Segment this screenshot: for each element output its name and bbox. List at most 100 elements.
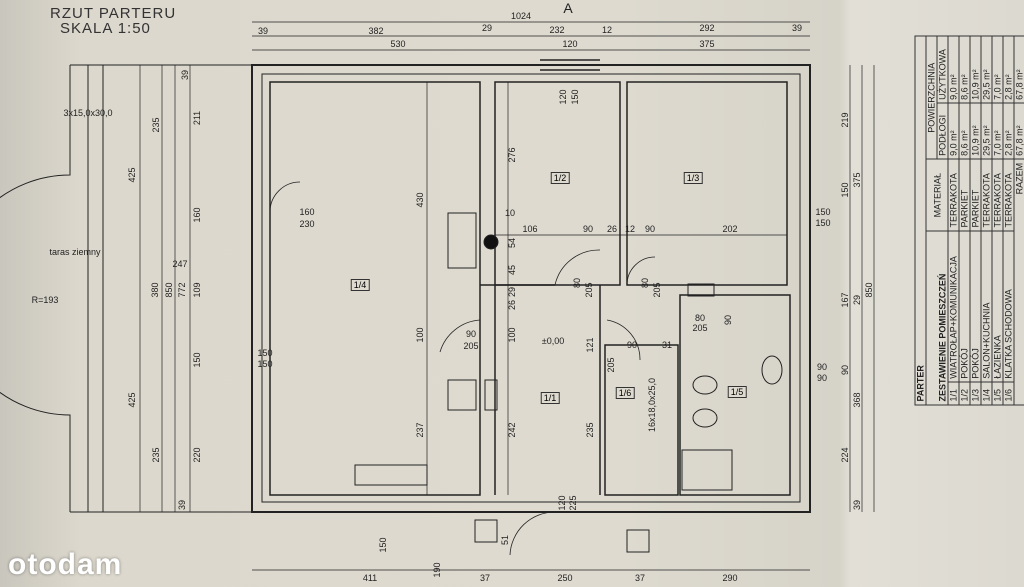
plan-title: RZUT PARTERU — [50, 5, 177, 22]
dim-label: 106 — [522, 224, 538, 234]
dim-label: 120 — [562, 39, 578, 49]
plan-scale: SKALA 1:50 — [60, 20, 151, 37]
cell-name: POKÓJ — [970, 230, 981, 383]
dim-label: 90 — [626, 340, 638, 350]
dim-label: 247 — [172, 259, 188, 269]
dim-label: 12 — [601, 25, 613, 35]
cell-floor: 9,0 m² — [948, 103, 959, 160]
dim-label: 12 — [624, 224, 636, 234]
dim-label: 425 — [127, 167, 137, 183]
dim-label: 45 — [507, 264, 517, 276]
dim-label: 375 — [852, 172, 862, 188]
dim-label: 237 — [415, 422, 425, 438]
col-material: MATERIAŁ — [926, 159, 948, 231]
cell-name: ŁAZIENKA — [992, 230, 1003, 383]
total-label: RAZEM — [1014, 159, 1024, 405]
dim-label: 850 — [864, 282, 874, 298]
cell-name: POKÓJ — [959, 230, 970, 383]
outer-walls — [251, 64, 811, 513]
dim-label: 772 — [177, 282, 187, 298]
cell-usable: 2,8 m² — [1003, 36, 1014, 104]
dim-label: 235 — [151, 447, 161, 463]
room-label: 1/2 — [550, 172, 570, 184]
dim-label: 1024 — [510, 11, 532, 21]
dim-label: 100 — [415, 327, 425, 343]
cell-name: WIATROŁAP+KOMUNIKACJA — [948, 230, 959, 383]
dim-label: 39 — [180, 69, 190, 81]
dim-label: 530 — [390, 39, 406, 49]
cell-name: SALON+KUCHNIA — [981, 230, 992, 383]
dim-label: 80 — [694, 313, 706, 323]
cell-material: TERRAKOTA — [981, 159, 992, 231]
cell-material: PARKIET — [959, 159, 970, 231]
cell-floor: 7,0 m² — [992, 103, 1003, 160]
dim-label: 37 — [634, 573, 646, 583]
inner-walls — [269, 59, 791, 496]
section-marker: A — [563, 0, 573, 16]
dimension-lines — [139, 21, 875, 571]
dim-label: 29 — [481, 23, 493, 33]
dim-label: 160 — [192, 207, 202, 223]
dim-label: 80 — [640, 277, 650, 289]
dim-label: 235 — [585, 422, 595, 438]
cell-material: TERRAKOTA — [948, 159, 959, 231]
cell-floor: 8,6 m² — [959, 103, 970, 160]
dim-label: 150 — [815, 218, 831, 228]
cell-usable: 10,9 m² — [970, 36, 981, 104]
dim-label: 232 — [549, 25, 565, 35]
dim-label: 150 — [192, 352, 202, 368]
dim-label: 205 — [584, 282, 594, 298]
dim-label: 219 — [840, 112, 850, 128]
room-label: 1/3 — [683, 172, 703, 184]
dim-label: 150 — [815, 207, 831, 217]
dim-label: 205 — [606, 357, 616, 373]
room-label: 1/5 — [727, 386, 747, 398]
dim-label: 90 — [644, 224, 656, 234]
dim-label: 411 — [362, 573, 378, 583]
room-label: 1/1 — [540, 392, 560, 404]
cell-floor: 10,9 m² — [970, 103, 981, 160]
annotation-level: ±0,00 — [541, 336, 565, 346]
dim-label: 39 — [177, 499, 187, 511]
cell-material: TERRAKOTA — [992, 159, 1003, 231]
dim-label: 850 — [164, 282, 174, 298]
annotation-radius: R=193 — [31, 295, 59, 305]
col-area: POWIERZCHNIA — [926, 36, 937, 160]
room-label: 1/6 — [615, 387, 635, 399]
cell-no: 1/5 — [992, 382, 1003, 405]
cell-no: 1/1 — [948, 382, 959, 405]
dim-label: 90 — [723, 314, 733, 326]
col-floor: PODŁOGI — [937, 103, 948, 160]
cell-floor: 29,5 m² — [981, 103, 992, 160]
dim-label: 230 — [299, 219, 315, 229]
dim-label: 80 — [572, 277, 582, 289]
terrace — [0, 64, 252, 513]
dim-label: 10 — [504, 208, 516, 218]
dim-label: 425 — [127, 392, 137, 408]
total-usable: 67,8 m² — [1014, 36, 1024, 104]
dim-label: 29 — [507, 286, 517, 298]
dim-label: 235 — [151, 117, 161, 133]
dim-label: 150 — [378, 537, 388, 553]
cell-usable: 9,0 m² — [948, 36, 959, 104]
dim-label: 382 — [368, 26, 384, 36]
dim-label: 26 — [507, 299, 517, 311]
table-section: PARTER — [915, 36, 926, 405]
room-schedule-table: PARTER ZESTAWIENIE POMIESZCZEŃ MATERIAŁ … — [915, 36, 1024, 406]
dim-label: 26 — [606, 224, 618, 234]
dim-label: 190 — [432, 562, 442, 578]
dim-label: 37 — [479, 573, 491, 583]
dim-label: 29 — [852, 294, 862, 306]
total-floor: 67,8 m² — [1014, 103, 1024, 160]
dim-label: 39 — [791, 23, 803, 33]
table-heading: ZESTAWIENIE POMIESZCZEŃ — [926, 230, 948, 405]
dim-label: 39 — [852, 499, 862, 511]
dim-label: 100 — [507, 327, 517, 343]
fixtures — [354, 212, 783, 553]
